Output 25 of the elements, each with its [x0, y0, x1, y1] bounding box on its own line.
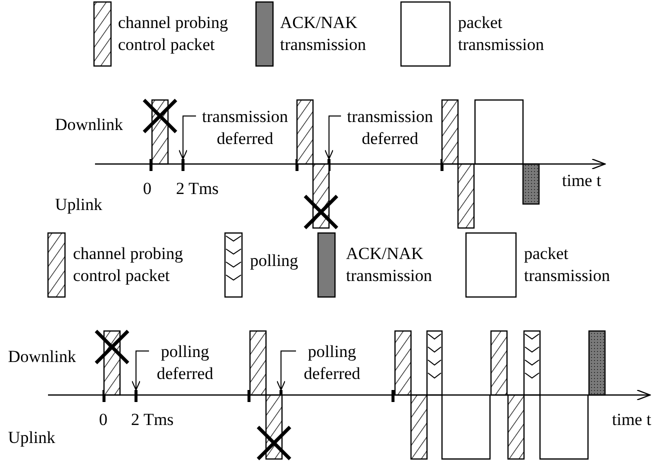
annotation-text: polling deferred: [297, 341, 367, 385]
legend-label: packet transmission: [524, 243, 611, 287]
annotation-text: transmission deferred: [342, 106, 438, 150]
row-label: Downlink: [8, 346, 76, 368]
legend-label: packet transmission: [458, 12, 545, 56]
leader-arrow: [132, 350, 150, 390]
leader-arrow: [324, 116, 342, 160]
row-label: Uplink: [55, 194, 102, 216]
tick-label: 0: [99, 409, 108, 431]
axis-label: time t: [562, 170, 602, 192]
tick-label: 0: [143, 178, 152, 200]
legend-label: ACK/NAK transmission: [346, 243, 433, 287]
legend-label: polling: [250, 250, 300, 272]
legend-label: channel probing control packet: [118, 12, 229, 56]
legend-label: channel probing control packet: [73, 243, 184, 287]
tick-label: 2 Tms: [131, 409, 174, 431]
tick-label: 2 Tms: [176, 178, 219, 200]
row-label: Uplink: [8, 427, 56, 449]
axis-label: time t: [612, 409, 652, 431]
row-label: Downlink: [55, 114, 123, 136]
leader-arrow: [276, 350, 296, 390]
leader-arrow: [178, 116, 196, 160]
legend-label: ACK/NAK transmission: [280, 12, 367, 56]
annotation-text: polling deferred: [150, 341, 220, 385]
annotation-text: transmission deferred: [197, 106, 293, 150]
